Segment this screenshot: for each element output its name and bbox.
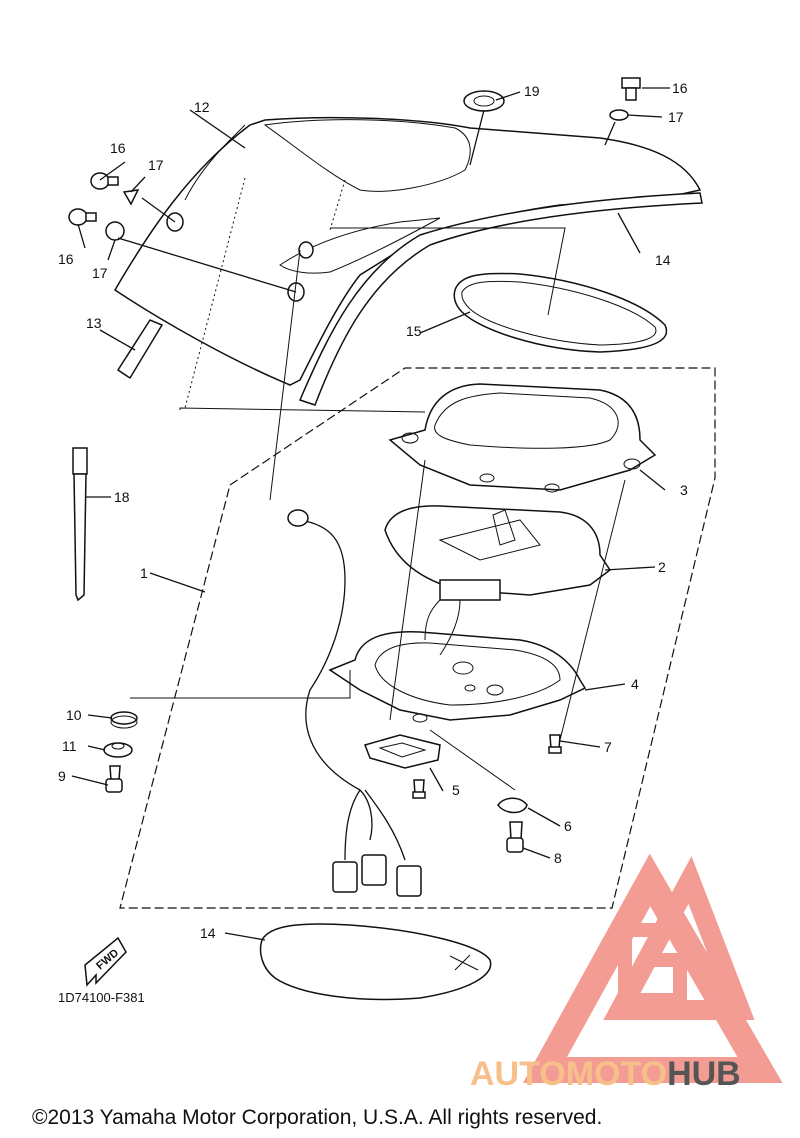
callout-11: 11	[62, 738, 77, 754]
grommet-part-10	[110, 711, 138, 729]
bolt-part-9	[105, 765, 123, 793]
callout-15-left: 13	[86, 315, 102, 331]
callout-15-right: 14	[655, 252, 671, 268]
meter-unit-part-2	[384, 505, 612, 601]
screw-part-8	[506, 821, 524, 853]
callout-5: 5	[452, 782, 460, 798]
callout-4: 4	[631, 676, 639, 692]
grommet-strip-part-15	[116, 192, 703, 406]
callout-10: 10	[66, 707, 82, 723]
washer-part-17-right	[609, 109, 629, 121]
forward-arrow-icon: FWD	[84, 936, 127, 987]
callout-7: 7	[604, 739, 612, 755]
callout-12: 12	[194, 99, 210, 115]
watermark-text: AUTOMOTOHUB	[470, 1055, 741, 1093]
callout-6: 6	[564, 818, 572, 834]
callout-16-left-upper: 16	[110, 140, 126, 156]
meter-cover-part-12	[113, 116, 702, 386]
callout-13: 14	[200, 925, 216, 941]
collar-part-11	[103, 742, 133, 758]
callout-9: 9	[58, 768, 66, 784]
cable-tie-part-18	[72, 447, 88, 602]
callout-17-right: 17	[668, 109, 684, 125]
bolt-part-16-left-lower	[68, 208, 97, 226]
screw-part-5	[412, 779, 426, 799]
leader-lines	[71, 87, 670, 941]
lens-sheet-part-13	[259, 923, 492, 1001]
callout-17-upper: 17	[148, 157, 164, 173]
bolt-part-16-left-upper	[90, 172, 119, 190]
automotohub-logo	[522, 853, 783, 1083]
meter-assembly-boundary-part-1	[119, 367, 716, 909]
bolt-part-16-right	[621, 77, 641, 101]
washer-part-17-upper	[122, 189, 140, 206]
callout-1: 1	[140, 565, 148, 581]
grommet-part-19	[463, 90, 505, 112]
bracket-part-5	[364, 734, 441, 769]
callout-16-right: 16	[672, 80, 688, 96]
meter-case-upper-part-3	[388, 383, 657, 493]
screw-part-7	[548, 734, 562, 754]
callout-14: 15	[406, 323, 422, 339]
callout-2: 2	[658, 559, 666, 575]
copyright-notice: ©2013 Yamaha Motor Corporation, U.S.A. A…	[32, 1106, 602, 1129]
watermark-part1: AUTOMOTO	[470, 1055, 667, 1093]
callout-16-left-lower: 16	[58, 251, 74, 267]
washer-part-17-lower	[105, 221, 125, 241]
callout-labels: 12 16 17 16 17 19 16 17 14 13 15 3 2 4 7…	[58, 80, 688, 941]
callout-3: 3	[680, 482, 688, 498]
wire-harness	[287, 509, 422, 897]
diagram-reference-code: 1D74100-F381	[58, 990, 145, 1005]
callout-17-lower: 17	[92, 265, 108, 281]
meter-case-lower-part-4	[328, 599, 587, 723]
gasket-part-14	[453, 272, 668, 353]
clip-part-6	[497, 797, 528, 814]
callout-19: 19	[524, 83, 540, 99]
callout-8: 8	[554, 850, 562, 866]
callout-18: 18	[114, 489, 130, 505]
watermark-part2: HUB	[667, 1055, 741, 1093]
